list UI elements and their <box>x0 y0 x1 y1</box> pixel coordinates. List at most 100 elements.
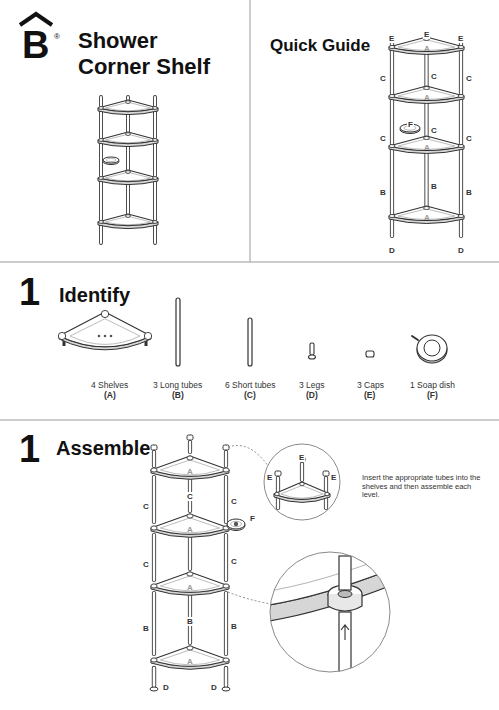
post-collar <box>126 101 131 104</box>
post-collar <box>275 492 279 496</box>
step-number-wrap: 1 <box>19 428 40 472</box>
tube-highlight <box>153 477 155 522</box>
tube <box>99 97 103 243</box>
post-collar <box>424 207 430 210</box>
post-collar <box>126 171 131 174</box>
part-letter: E <box>388 34 395 43</box>
part-letter-wrap: C <box>465 67 473 85</box>
post-collar <box>424 87 430 90</box>
assembly <box>150 435 245 691</box>
part-letter: E <box>298 453 305 462</box>
part-letter-wrap: E <box>266 466 273 484</box>
part-label: 4 Shelves <box>91 381 128 391</box>
tube-highlight <box>153 452 155 466</box>
part-letter: E <box>457 34 464 43</box>
post-collar <box>151 526 157 530</box>
shelf-drawings <box>58 37 464 691</box>
part-letter-wrap: C <box>230 490 238 508</box>
part-letter-wrap: B <box>142 617 150 635</box>
part-label-wrap: 4 Shelves <box>91 374 128 392</box>
part-letter-wrap: E <box>457 27 464 45</box>
post-collar <box>458 95 464 98</box>
part-label-wrap: 3 Long tubes <box>153 374 202 392</box>
instruction-note: Insert the appropriate tubes into the sh… <box>362 474 487 500</box>
tube <box>152 452 156 466</box>
post-collar <box>58 332 65 339</box>
leg-foot <box>309 355 316 359</box>
shelf-top <box>98 100 158 112</box>
post-collar <box>153 139 158 142</box>
shelf-top <box>151 646 229 666</box>
part-letter-wrap: A <box>187 460 193 478</box>
section-heading: Assemble <box>56 437 151 460</box>
part-letter: C <box>230 497 238 506</box>
tube-highlight <box>391 38 393 236</box>
step-number-wrap: 1 <box>19 271 40 315</box>
part-letter-wrap: C <box>430 65 438 83</box>
part-label: (E) <box>364 391 375 401</box>
part-letter-wrap: A <box>424 206 430 224</box>
leg <box>310 343 314 355</box>
tube <box>153 97 157 243</box>
part-label: 3 Long tubes <box>153 381 202 391</box>
shelf-rim <box>70 319 140 345</box>
part-letter: C <box>142 560 150 569</box>
part-label: (F) <box>427 391 438 401</box>
post-collar <box>126 133 131 136</box>
cap <box>275 471 281 476</box>
post-collar <box>458 215 464 218</box>
section-heading-wrap: Identify <box>59 284 130 307</box>
tube-highlight <box>225 452 227 466</box>
part-letter: D <box>388 246 396 255</box>
post-collar <box>151 584 157 588</box>
post-collar <box>99 139 104 142</box>
short-tube <box>248 318 252 366</box>
part-letter-wrap: A <box>424 37 430 55</box>
part-letter: D <box>162 683 170 692</box>
part-letter: F <box>407 120 414 129</box>
post-collar <box>223 584 229 588</box>
part-letter-wrap: E <box>330 466 337 484</box>
part-letter-wrap: ® <box>54 25 60 43</box>
panel-divider <box>0 420 499 421</box>
part-letter-wrap: A <box>424 136 430 154</box>
section-heading-wrap: Quick Guide <box>270 36 370 56</box>
part-letter: C <box>430 72 438 81</box>
post-collar <box>99 221 104 224</box>
post-collar <box>424 137 430 140</box>
panel-divider <box>250 0 251 262</box>
post-collar <box>223 658 229 662</box>
drain-dot <box>104 335 107 338</box>
part-letter: E <box>423 30 430 39</box>
post-collar <box>151 468 157 472</box>
tube <box>152 668 156 686</box>
part-letter: B <box>465 188 473 197</box>
tube <box>224 452 228 466</box>
soap-dish-center <box>424 340 440 356</box>
post-collar <box>99 177 104 180</box>
post-collar <box>458 145 464 148</box>
part-letter: D <box>210 683 218 692</box>
part-label-wrap: (C) <box>244 384 256 402</box>
part-letter-wrap: C <box>465 127 473 145</box>
post-collar <box>187 646 193 650</box>
part-letter-wrap: E <box>423 23 430 41</box>
part-label-wrap: (E) <box>364 384 375 402</box>
cap <box>151 445 157 450</box>
part-letter: A <box>424 143 430 152</box>
tube <box>424 38 428 206</box>
zoom-circle <box>270 552 390 672</box>
post-collar <box>300 482 304 486</box>
part-letter: C <box>230 557 238 566</box>
part-letter: C <box>379 74 387 83</box>
zoom-detail <box>262 520 400 672</box>
part-letter: B <box>379 188 387 197</box>
shelf-top <box>274 482 330 499</box>
part-label-wrap: (D) <box>306 384 318 402</box>
parts <box>58 298 447 366</box>
part-letter-wrap: D <box>210 676 218 694</box>
long-tube <box>176 298 180 366</box>
tube <box>300 464 304 480</box>
part-letter-wrap: C <box>430 119 438 137</box>
